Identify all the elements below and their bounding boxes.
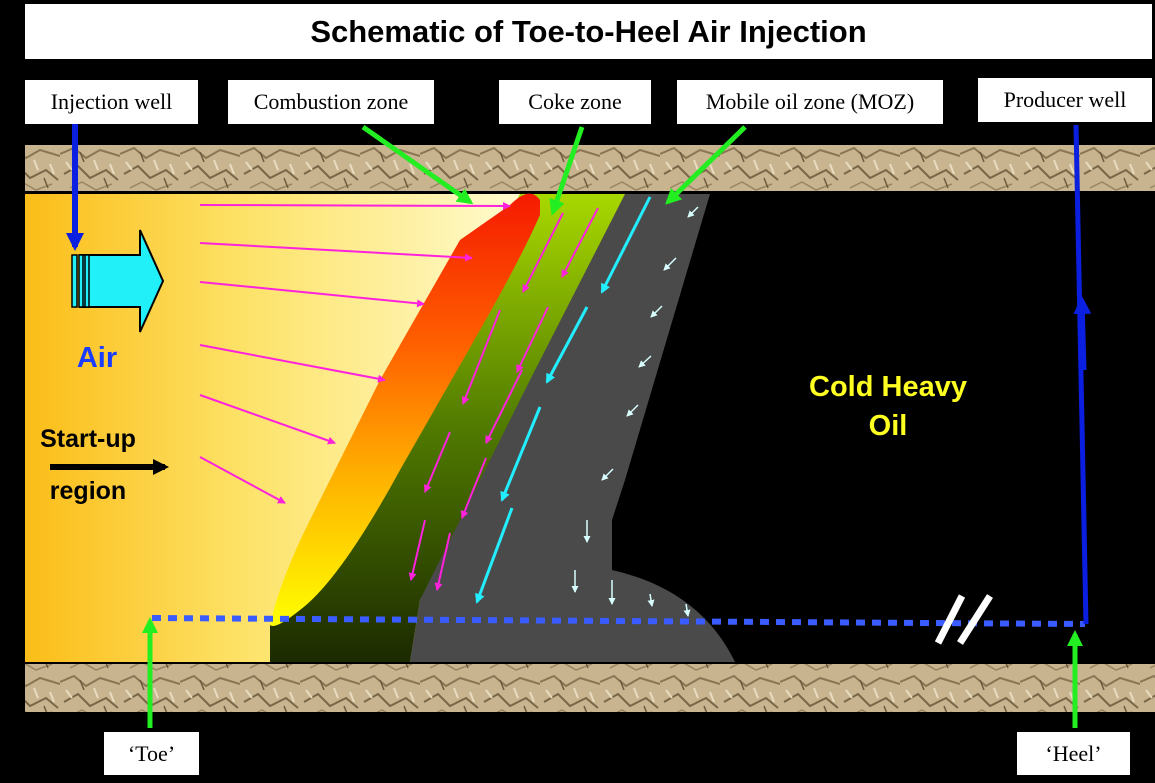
coke-arrow	[561, 207, 599, 278]
small-arrow	[626, 404, 639, 417]
combustion-zone-label: Combustion zone	[228, 80, 434, 124]
oil-arrow	[500, 406, 542, 502]
gas-arrow	[199, 344, 386, 383]
small-arrow	[663, 257, 677, 271]
startup-label-line2: region	[50, 477, 126, 505]
gas-arrow	[199, 281, 425, 308]
mobile-oil-zone-label: Mobile oil zone (MOZ)	[677, 80, 943, 124]
air-injection-arrow	[71, 229, 165, 333]
cold-oil-label-line1: Cold Heavy	[809, 371, 967, 403]
producer-well-line	[1073, 124, 1089, 625]
oil-arrow	[545, 306, 589, 384]
small-arrow	[687, 206, 699, 218]
producer-flow-arrow	[1073, 296, 1092, 371]
break-symbol	[934, 594, 993, 645]
startup-label-line1: Start-up	[40, 425, 136, 453]
horizontal-well	[151, 615, 1086, 627]
coke-arrow	[461, 309, 501, 405]
coke-arrow	[408, 519, 426, 581]
toe-label: ‘Toe’	[104, 732, 199, 775]
oil-arrow	[600, 196, 652, 294]
base-rock-layer	[25, 664, 1155, 712]
producer-well-label: Producer well	[978, 78, 1152, 122]
coke-arrow	[485, 369, 523, 444]
coke-zone	[270, 194, 625, 662]
small-arrow	[647, 593, 655, 607]
coke-arrow	[460, 457, 487, 519]
small-arrow	[650, 305, 663, 318]
cold-oil-label-line2: Oil	[869, 410, 908, 442]
label-pointers	[142, 124, 1083, 728]
gas-arrow	[199, 456, 286, 504]
oil-arrow	[475, 507, 514, 604]
diagram-title: Schematic of Toe-to-Heel Air Injection	[25, 4, 1152, 59]
coke-arrow	[522, 212, 564, 293]
gas-arrow	[199, 201, 511, 210]
cold-oil-front-arrows	[571, 206, 699, 617]
coke-pointer	[549, 126, 585, 216]
coke-zone-label: Coke zone	[499, 80, 651, 124]
heel-label: ‘Heel’	[1017, 732, 1130, 775]
coke-arrow	[424, 431, 451, 493]
gas-arrow	[199, 242, 473, 262]
small-arrow	[683, 603, 691, 617]
air-label: Air	[77, 342, 117, 374]
moz-pointer	[665, 125, 747, 205]
small-arrow	[601, 468, 614, 481]
coke-arrow	[434, 532, 451, 591]
coke-zone-flow-arrows	[408, 207, 599, 591]
coke-arrow	[516, 306, 549, 373]
combustion-zone	[270, 193, 540, 627]
gas-arrow	[199, 394, 336, 445]
small-arrow	[638, 355, 652, 368]
combustion-pointer	[361, 124, 474, 205]
oil-flow-arrows	[475, 196, 652, 604]
cap-rock-layer	[25, 145, 1155, 191]
gas-flow-arrows	[199, 201, 511, 504]
injection-well-label: Injection well	[25, 80, 198, 124]
